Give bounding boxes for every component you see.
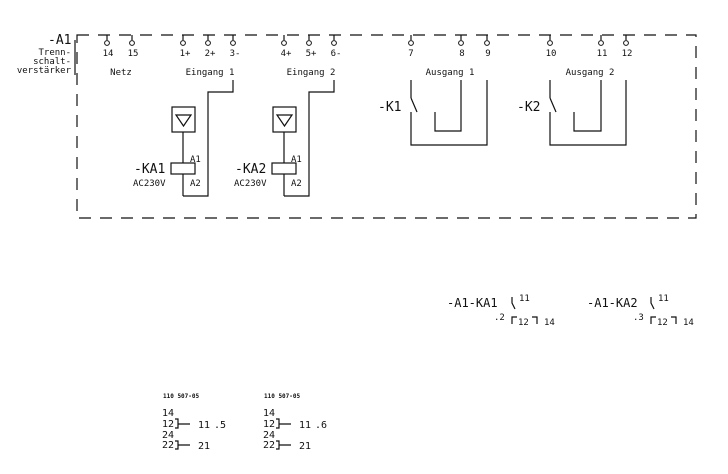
terminal-label: 8 bbox=[459, 49, 464, 59]
group-label-output1: Ausgang 1 bbox=[426, 68, 475, 78]
terminal-label: 12 bbox=[622, 49, 633, 59]
xref-nc: 12 bbox=[657, 318, 668, 328]
contact-row: 14 bbox=[263, 408, 275, 419]
contact-table-1: 110 507-05 14 12 24 22 11 .5 21 bbox=[162, 393, 226, 452]
coil-a2-ka1: A2 bbox=[190, 179, 201, 189]
coil-a1-ka1: A1 bbox=[190, 155, 201, 165]
changeover-blade bbox=[549, 97, 557, 113]
contact-bracket-icon bbox=[175, 440, 190, 450]
device-boundary bbox=[76, 34, 697, 219]
isolation-amplifier-2 bbox=[272, 106, 297, 133]
contact-row: 24 bbox=[263, 430, 275, 441]
input1-circuit bbox=[170, 80, 234, 197]
part-number: 110 507-05 bbox=[163, 393, 200, 400]
xref-tag: -A1-KA1 bbox=[447, 296, 498, 310]
terminal-10 bbox=[547, 35, 553, 46]
xref-no: 14 bbox=[544, 318, 555, 328]
contact-ref: .5 bbox=[214, 420, 226, 431]
coil-voltage-ka1: AC230V bbox=[133, 179, 166, 189]
contact-row: 14 bbox=[162, 408, 174, 419]
contact-pin: 11 bbox=[198, 420, 210, 431]
terminal-label: 5+ bbox=[306, 49, 317, 59]
contact-row: 22 bbox=[162, 440, 174, 451]
terminal-label: 3- bbox=[230, 49, 241, 59]
contact-pin: 11 bbox=[299, 420, 311, 431]
terminal-label: 4+ bbox=[281, 49, 292, 59]
contact-row: 22 bbox=[263, 440, 275, 451]
contact-ref: .6 bbox=[315, 420, 327, 431]
contact-row: 12 bbox=[263, 419, 275, 430]
terminal-5plus bbox=[306, 35, 312, 46]
terminal-3minus bbox=[230, 35, 236, 46]
contact-symbol-icon bbox=[511, 297, 516, 310]
device-description-line-2: schalt- bbox=[33, 57, 71, 67]
terminal-label: 1+ bbox=[180, 49, 191, 59]
contact-tag-k2: -K2 bbox=[517, 100, 540, 115]
terminal-label: 10 bbox=[546, 49, 557, 59]
device-description-line-3: verstärker bbox=[17, 66, 72, 76]
xref-nc: 12 bbox=[518, 318, 529, 328]
coil-tag-ka1: -KA1 bbox=[134, 162, 165, 177]
contact-symbol-icon bbox=[650, 297, 655, 310]
terminal-8 bbox=[458, 35, 464, 46]
output1-contact-k1 bbox=[410, 80, 488, 146]
terminal-9 bbox=[484, 35, 490, 46]
terminal-14 bbox=[104, 35, 110, 46]
terminal-label: 9 bbox=[485, 49, 490, 59]
terminal-label: 14 bbox=[103, 49, 114, 59]
contact-table-2: 110 507-05 14 12 24 22 11 .6 21 bbox=[263, 393, 327, 452]
contact-row: 12 bbox=[162, 419, 174, 430]
coil-tag-ka2: -KA2 bbox=[235, 162, 266, 177]
xref-page: .2 bbox=[494, 313, 505, 323]
xref-common: 11 bbox=[519, 294, 530, 304]
xref-no: 14 bbox=[683, 318, 694, 328]
device-description-line-1: Trenn- bbox=[38, 48, 71, 58]
contact-pin: 21 bbox=[198, 441, 210, 452]
terminal-label: 6- bbox=[331, 49, 342, 59]
output2-contact-k2 bbox=[549, 80, 627, 146]
terminal-label: 11 bbox=[597, 49, 608, 59]
device-tag: -A1 bbox=[48, 33, 71, 48]
amplifier-triangle-icon bbox=[275, 114, 294, 128]
cross-reference-ka2: -A1-KA2 11 .3 12 14 bbox=[587, 294, 694, 328]
contact-bracket-icon bbox=[175, 418, 190, 429]
group-label-power: Netz bbox=[110, 68, 132, 78]
terminal-11 bbox=[598, 35, 604, 46]
coil-a1-ka2: A1 bbox=[291, 155, 302, 165]
group-label-input2: Eingang 2 bbox=[287, 68, 336, 78]
group-label-output2: Ausgang 2 bbox=[566, 68, 615, 78]
input2-circuit bbox=[271, 80, 335, 197]
xref-page: .3 bbox=[633, 313, 644, 323]
contact-row: 24 bbox=[162, 430, 174, 441]
changeover-blade bbox=[410, 97, 418, 113]
terminal-label: 2+ bbox=[205, 49, 216, 59]
group-label-input1: Eingang 1 bbox=[186, 68, 235, 78]
terminal-7 bbox=[408, 35, 414, 46]
terminal-strip bbox=[104, 35, 629, 46]
terminal-label: 7 bbox=[408, 49, 413, 59]
coil-a2-ka2: A2 bbox=[291, 179, 302, 189]
contact-pin: 21 bbox=[299, 441, 311, 452]
terminal-6minus bbox=[331, 35, 337, 46]
amplifier-triangle-icon bbox=[174, 114, 193, 128]
terminal-15 bbox=[129, 35, 135, 46]
isolation-amplifier-1 bbox=[171, 106, 196, 133]
contact-bracket-icon bbox=[276, 418, 291, 429]
coil-voltage-ka2: AC230V bbox=[234, 179, 267, 189]
part-number: 110 507-05 bbox=[264, 393, 301, 400]
contact-bracket-icon bbox=[276, 440, 291, 450]
xref-tag: -A1-KA2 bbox=[587, 296, 638, 310]
terminal-12 bbox=[623, 35, 629, 46]
cross-reference-ka1: -A1-KA1 11 .2 12 14 bbox=[447, 294, 555, 328]
terminal-4plus bbox=[281, 35, 287, 46]
contact-tag-k1: -K1 bbox=[378, 100, 401, 115]
terminal-1plus bbox=[180, 35, 186, 46]
terminal-2plus bbox=[205, 35, 211, 46]
terminal-label: 15 bbox=[128, 49, 139, 59]
xref-common: 11 bbox=[658, 294, 669, 304]
